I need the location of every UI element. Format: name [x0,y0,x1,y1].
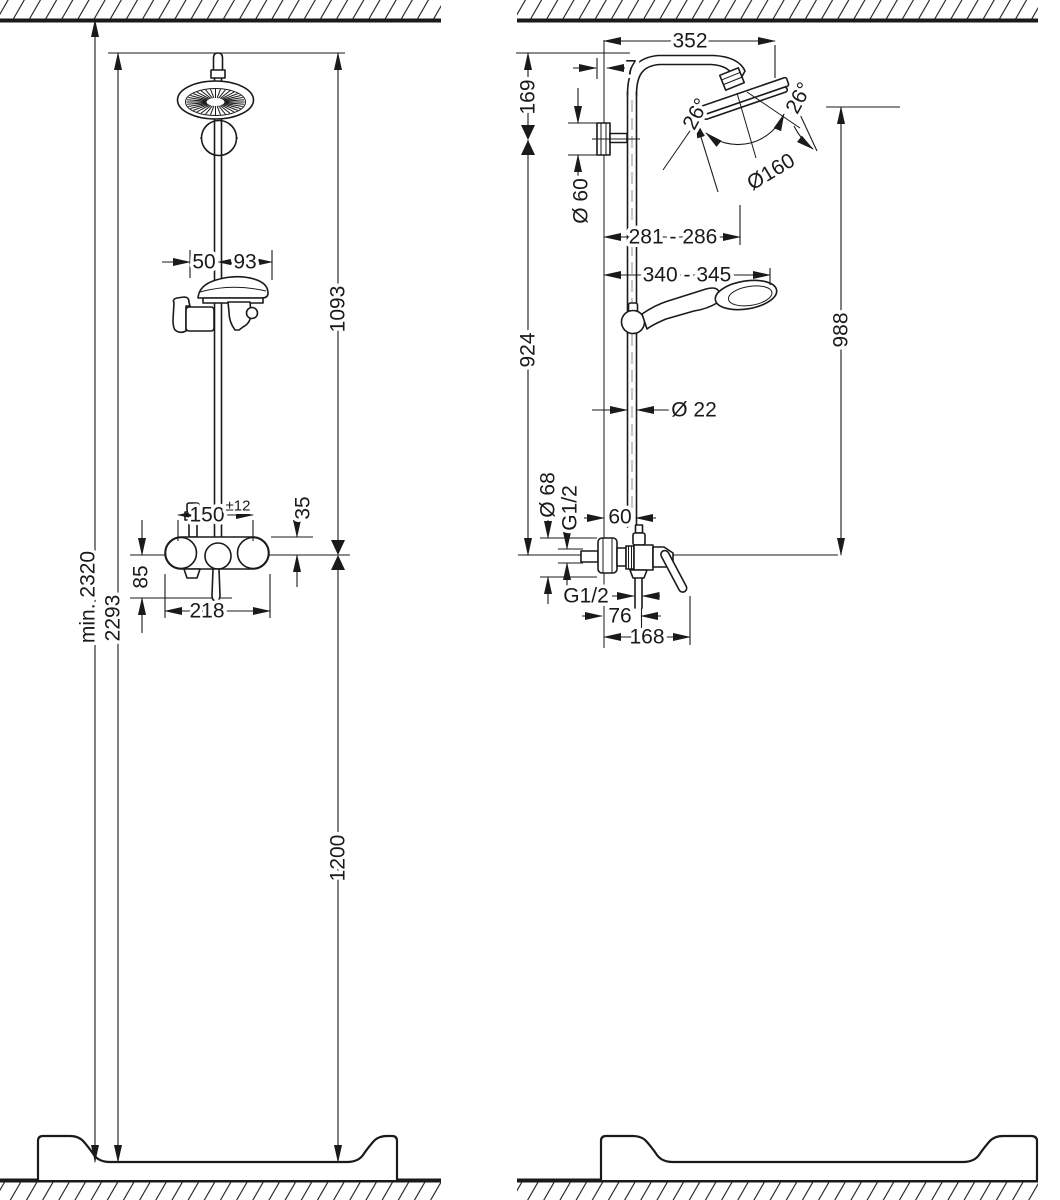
shower-tray-front [36,1134,399,1180]
wall-bracket [200,119,238,157]
dim-label-150: 150 [189,504,224,527]
dim-label-7: 7 [625,57,637,80]
dim-label-281-286: 281 - 286 [629,226,718,249]
dim-label-169: 169 [517,79,540,114]
hand-shower-handle [641,287,720,330]
dim-label-340-345: 340 - 345 [643,264,732,287]
dim-label-988: 988 [830,312,853,347]
swivel-range [662,91,818,193]
soap-dish-front [197,275,269,304]
front-view [91,19,350,1163]
dim-label-dia60: Ø 60 [570,178,593,224]
dim-label-min-2320: min. 2320 [77,551,100,643]
mixer-valve-side [580,524,688,609]
floor-hatch-left [0,1178,441,1200]
hand-shower-holder-front [172,296,259,334]
dim-label-352: 352 [672,30,707,53]
tub-spout-outlet [183,568,201,579]
wall-escutcheon [597,537,618,574]
spray-face-pattern [186,89,245,115]
dim-label-dia68: Ø 68 [537,472,560,518]
pipe-top-nut [210,69,226,79]
dim-label-dia22: Ø 22 [671,399,717,422]
dim-label-1093: 1093 [327,286,350,333]
dim-label-218: 218 [189,600,224,623]
holder-ball [620,309,646,335]
dim-label-2293: 2293 [102,595,125,642]
side-view-dimensions [521,37,845,645]
overhead-shower-front [176,80,255,120]
pipe-top-cap [212,52,224,71]
dim-label-76: 76 [608,605,631,628]
ceiling-hatch-right [517,0,1038,23]
valve-body-side [633,544,654,571]
dim-label-924: 924 [517,332,540,367]
hot-connection [164,536,198,570]
dim-label-35: 35 [292,496,315,519]
floor-hatch-right [517,1178,1038,1200]
hand-shower-side [620,279,778,335]
dim-label-50: 50 [192,251,215,274]
arm-connector [718,67,746,91]
supply-stub [580,550,599,563]
diverter-knob-side [632,532,646,546]
dim-label-dia160: Ø160 [743,149,799,195]
dim-label-60: 60 [608,506,631,529]
front-view-dimensions [91,19,345,1163]
dim-label-1200: 1200 [327,835,350,882]
cold-connection [236,536,270,570]
knob-stem [634,524,644,534]
shower-arm [626,54,746,96]
mixer-lever-side [660,549,688,593]
overhead-shower-side [697,76,790,121]
dim-label-85: 85 [130,565,153,588]
dim-label-g12-top: G1/2 [559,485,582,531]
dim-label-pm12: ±12 [226,498,251,515]
mixer-valve-front [164,502,270,602]
dim-label-93: 93 [233,251,256,274]
wall-bracket-side [568,122,640,156]
ceiling-hatch-left [0,0,441,23]
dim-label-g12-bottom: G1/2 [563,585,609,608]
cartridge [204,542,232,570]
dim-label-26a: 26° [678,95,713,134]
dim-label-168: 168 [629,626,664,649]
side-view [516,37,900,648]
mixer-lever-front [211,568,221,602]
shower-tray-side [599,1134,1039,1180]
